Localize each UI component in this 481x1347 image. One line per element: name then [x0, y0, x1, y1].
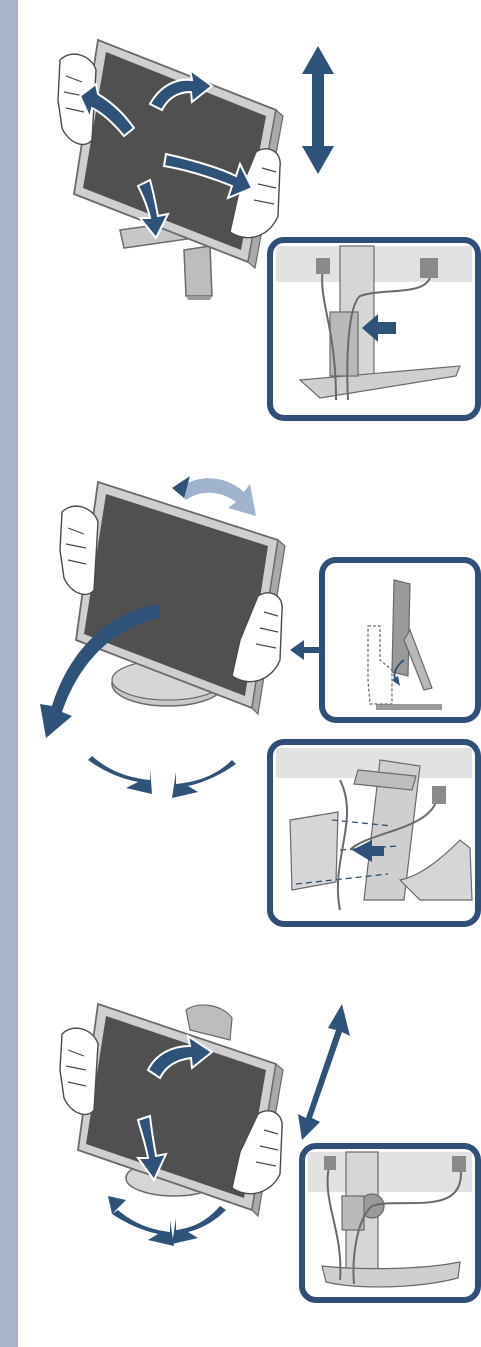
rotate-arrow-icon: [108, 1196, 226, 1246]
panel-tilt-height-stand-c: [18, 950, 481, 1347]
panel-tilt-height-stand-a: [18, 0, 481, 440]
vertical-arrow-icon: [298, 1004, 350, 1140]
vertical-arrow-icon: [302, 46, 334, 174]
panel-swivel-tilt-stand-b: [18, 440, 481, 950]
inset-cable-holder: [302, 1146, 478, 1300]
sidebar-strip: [0, 0, 18, 1347]
pointer-arrow-icon: [290, 640, 322, 660]
inset-cable-cover: [270, 742, 478, 924]
hand-icon: [60, 506, 98, 594]
inset-cable-holder: [270, 240, 478, 418]
inset-tilt-profile: [322, 560, 478, 720]
hand-icon: [60, 1028, 98, 1114]
